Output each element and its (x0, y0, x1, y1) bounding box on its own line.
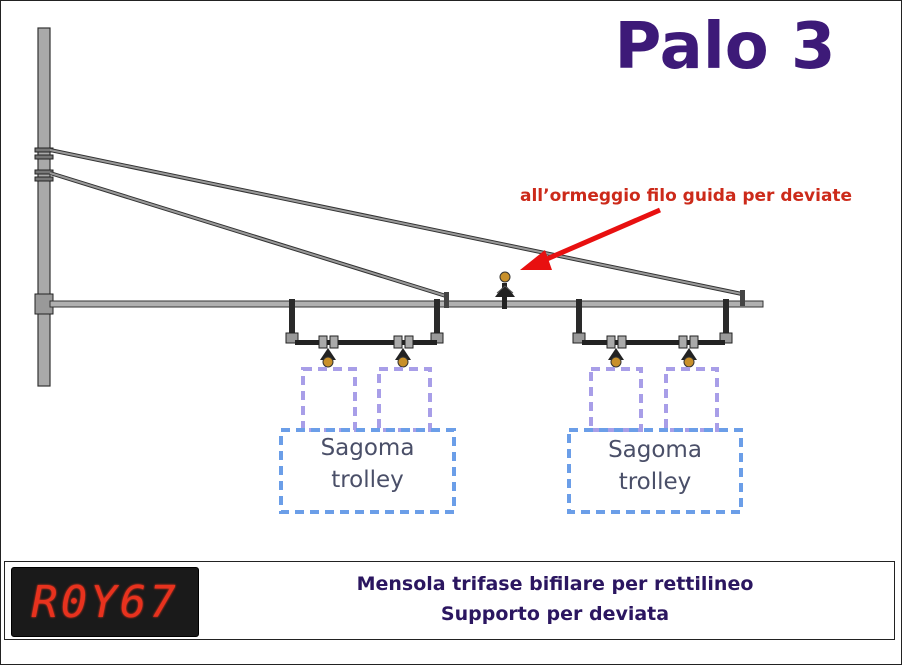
stay-clamp-left (444, 292, 449, 308)
guide-wire-support (495, 271, 515, 309)
trolley-profile-label-left: Sagoma trolley (281, 432, 454, 496)
profile-label-line2: trolley (331, 467, 404, 493)
cantilever-beam (49, 300, 764, 308)
pantograph-outlines (301, 367, 719, 432)
guide-wire-annotation: all’ormeggio filo guida per deviate (520, 186, 853, 206)
hanger-assembly-right (572, 299, 733, 368)
trolley-profile-label-right: Sagoma trolley (569, 434, 741, 498)
stay-wires (49, 148, 743, 298)
profile-label-line1: Sagoma (320, 435, 415, 461)
gauge-outlines (279, 428, 743, 514)
profile-label-line1: Sagoma (608, 437, 702, 463)
pole (37, 27, 51, 387)
description-line1: Mensola trifase bifilare per rettilineo (356, 573, 754, 595)
hanger-assembly-left (285, 299, 444, 368)
stay-clamp-right (740, 290, 745, 306)
page-title: Palo 3 (614, 10, 836, 84)
code-display: R0Y67 (11, 567, 199, 637)
footer-panel: R0Y67 Mensola trifase bifilare per retti… (4, 561, 895, 640)
profile-label-line2: trolley (618, 469, 692, 495)
display-code: R0Y67 (31, 576, 179, 628)
pointer-arrow (520, 207, 661, 270)
pole-clamps (34, 147, 54, 315)
description-line2: Supporto per deviata (440, 603, 670, 625)
